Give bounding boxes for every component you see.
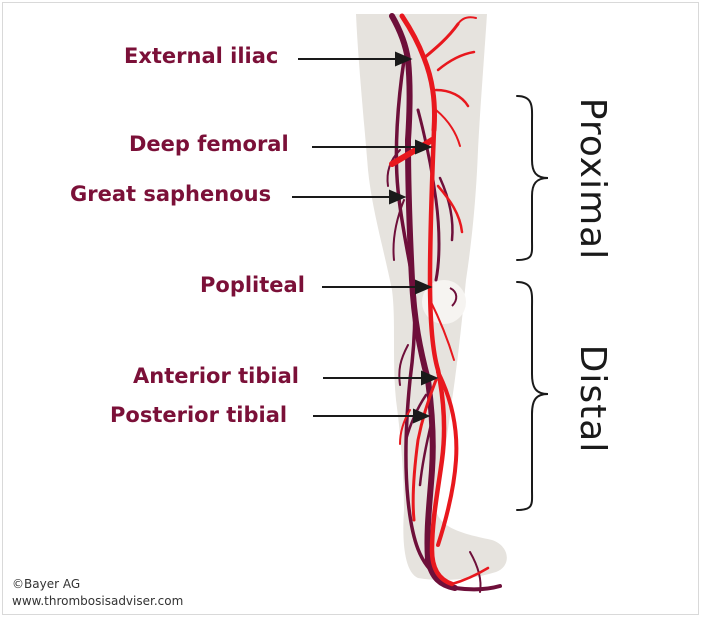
femoral-artery (427, 127, 455, 587)
distal-brace (516, 281, 549, 511)
label-great-saphenous: Great saphenous (70, 182, 272, 206)
copyright-text: ©Bayer AG (12, 577, 81, 591)
label-anterior-tibial: Anterior tibial (133, 364, 299, 388)
label-posterior-tibial: Posterior tibial (110, 403, 288, 427)
region-distal: Distal (572, 344, 613, 454)
posterior-tibial-artery (411, 378, 438, 522)
label-popliteal: Popliteal (200, 273, 305, 297)
label-deep-femoral: Deep femoral (129, 132, 289, 156)
label-external-iliac: External iliac (124, 44, 279, 68)
region-proximal: Proximal (572, 97, 613, 261)
femoral-vein (405, 137, 458, 591)
website-text: www.thrombosisadviser.com (12, 594, 184, 608)
deep-femoral-artery (389, 137, 435, 167)
anterior-tibial-artery (436, 370, 459, 547)
proximal-brace (516, 95, 549, 261)
deep-femoral-vein (416, 108, 441, 282)
great-saphenous-vein (394, 58, 442, 580)
